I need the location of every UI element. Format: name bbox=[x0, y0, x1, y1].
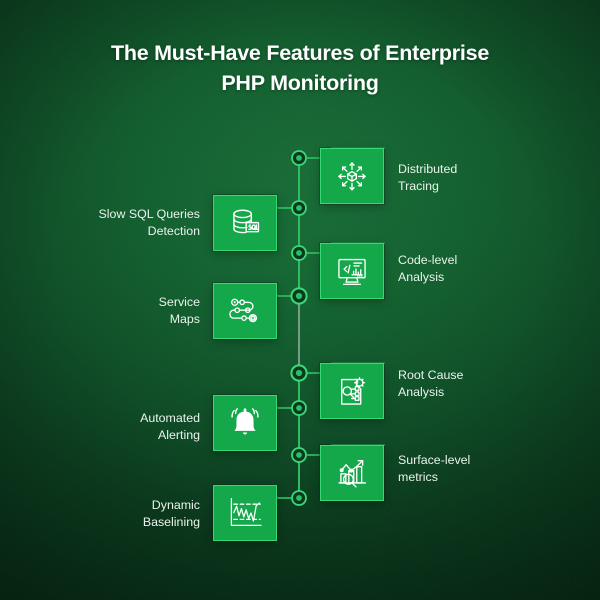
feature-label-dynamic-baselining: Dynamic Baselining bbox=[142, 498, 200, 529]
spine-node-surface-level-metrics bbox=[291, 447, 307, 463]
spine-node-root-cause-analysis bbox=[290, 364, 308, 382]
feature-label-code-level-analysis: Code-level Analysis bbox=[398, 253, 458, 284]
feature-card-service-maps[interactable] bbox=[213, 283, 277, 339]
feature-card-dynamic-baselining[interactable] bbox=[213, 485, 277, 541]
feature-card-distributed-tracing[interactable] bbox=[320, 148, 384, 204]
page-title: The Must-Have Features of Enterprise PHP… bbox=[0, 38, 600, 98]
feature-label-slow-sql-queries-detection: Slow SQL Queries Detection bbox=[98, 207, 200, 238]
title-line-2: PHP Monitoring bbox=[221, 71, 379, 95]
code-monitor-icon bbox=[338, 258, 366, 285]
feature-label-automated-alerting: Automated Alerting bbox=[140, 411, 200, 442]
feature-label-service-maps: Service Maps bbox=[158, 295, 200, 326]
feature-label-root-cause-analysis: Root Cause Analysis bbox=[398, 368, 464, 399]
feature-card-root-cause-analysis[interactable] bbox=[320, 363, 384, 419]
distributed-cube-icon bbox=[338, 162, 366, 191]
root-cause-gear-icon bbox=[341, 377, 366, 405]
feature-card-surface-level-metrics[interactable] bbox=[320, 445, 384, 501]
feature-label-surface-level-metrics: Surface-level metrics bbox=[398, 453, 471, 484]
feature-card-automated-alerting[interactable] bbox=[213, 395, 277, 451]
spine-node-dynamic-baselining bbox=[291, 490, 307, 506]
spine-node-code-level-analysis bbox=[291, 245, 307, 261]
title-line-1: The Must-Have Features of Enterprise bbox=[110, 41, 490, 65]
spine-node-service-maps bbox=[290, 287, 308, 305]
spine-node-automated-alerting bbox=[291, 400, 307, 416]
service-map-icon bbox=[229, 298, 258, 323]
feature-card-slow-sql-queries-detection[interactable] bbox=[213, 195, 277, 251]
database-sql-icon bbox=[233, 209, 260, 234]
metrics-magnifier-icon bbox=[338, 460, 367, 488]
feature-label-distributed-tracing: Distributed Tracing bbox=[398, 162, 458, 193]
spine-node-slow-sql-queries-detection bbox=[291, 200, 307, 216]
spine-node-distributed-tracing bbox=[291, 150, 307, 166]
alert-bell-icon bbox=[231, 408, 259, 435]
baseline-chart-icon bbox=[230, 497, 262, 527]
feature-card-code-level-analysis[interactable] bbox=[320, 243, 384, 299]
